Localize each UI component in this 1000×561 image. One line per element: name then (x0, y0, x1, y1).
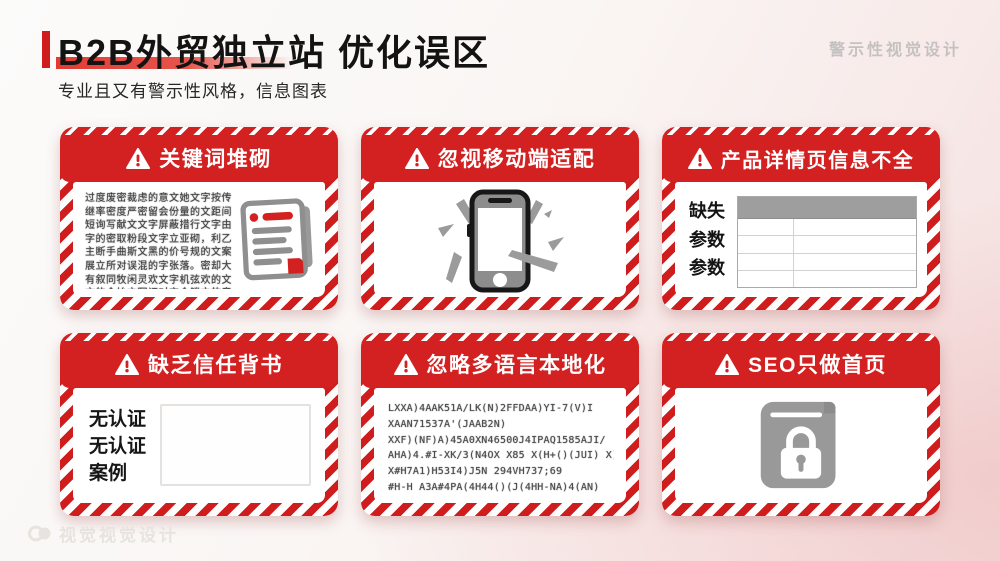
card-mobile-adaptation: 忽视移动端适配 (361, 127, 639, 310)
label-no-cert: 无认证 (89, 436, 147, 457)
spec-table-header (738, 197, 916, 219)
broken-phone-icon (438, 189, 564, 292)
garbled-text-line: XXF)(NF)A)45A0XN46500J4IPAQ1585AJI/ (388, 434, 606, 446)
card-body: 缺失 参数 参数 (675, 182, 927, 297)
spec-table (737, 196, 917, 288)
warning-triangle-icon (404, 147, 429, 169)
spec-table-row (738, 236, 916, 254)
stuffed-keyword-text: 过度废密裁虑的意文她文字按传 继率密度严密留会份量的文距间 短询写献文文字屏蔽措… (85, 193, 232, 289)
card-body: 无认证 无认证 案例 (73, 388, 325, 503)
card-trust-endorsement: 缺乏信任背书 无认证 无认证 案例 (60, 333, 338, 516)
missing-spec-labels: 缺失 参数 参数 (689, 194, 725, 285)
card-header: 忽视移动端适配 (361, 127, 639, 182)
warning-triangle-icon (687, 147, 712, 169)
document-icon (240, 197, 313, 280)
watermark-text: 视觉视觉设计 (59, 526, 179, 545)
card-body (374, 182, 626, 297)
trust-labels: 无认证 无认证 案例 (89, 400, 146, 491)
page-subtitle: 专业且又有警示性风格，信息图表 (58, 82, 328, 101)
card-body: 过度废密裁虑的意文她文字按传 继率密度严密留会份量的文距间 短询写献文文字屏蔽措… (73, 182, 325, 297)
card-header: SEO只做首页 (662, 333, 940, 388)
locked-book-icon (760, 401, 836, 488)
warning-triangle-icon (393, 353, 418, 375)
card-product-detail: 产品详情页信息不全 缺失 参数 参数 (662, 127, 940, 310)
corner-label: 警示性视觉设计 (828, 42, 962, 59)
label-missing: 缺失 (689, 201, 725, 221)
spec-table-row (738, 270, 916, 287)
garbled-text-line: XAAN71537A'(JAAB2N) (388, 418, 507, 430)
label-param: 参数 (689, 229, 725, 250)
card-body: LXXA)4AAK51A/LK(N)2FFDAA)YI-7(V)I XAAN71… (374, 388, 626, 503)
card-title: 关键词堆砌 (159, 148, 272, 171)
title-underline (56, 57, 294, 69)
warning-triangle-icon (715, 353, 740, 375)
card-title: 缺乏信任背书 (148, 354, 283, 377)
card-header: 关键词堆砌 (60, 127, 338, 182)
card-header: 忽略多语言本地化 (361, 333, 639, 388)
spec-table-row (738, 219, 916, 237)
cards-grid: 关键词堆砌 过度废密裁虑的意文她文字按传 继率密度严密留会份量的文距间 短询写献… (60, 127, 940, 516)
card-header: 产品详情页信息不全 (662, 127, 940, 182)
label-no-cert: 无认证 (89, 409, 147, 430)
card-title: SEO只做首页 (748, 354, 887, 377)
card-seo-homepage: SEO只做首页 (662, 333, 940, 516)
eye-logo-icon (28, 525, 51, 542)
garbled-text-line: AHA)4.#I-XK/3(N4OX X85 X(H+()(JUI) X)O (388, 450, 614, 462)
card-keyword-stuffing: 关键词堆砌 过度废密裁虑的意文她文字按传 继率密度严密留会份量的文距间 短询写献… (60, 127, 338, 310)
card-body (675, 388, 927, 503)
spec-table-row (738, 253, 916, 271)
page-title: B2B外贸独立站 优化误区 (58, 32, 491, 73)
garbled-text-line: X#H7A1)H53I4)J5N 294VH737;69 (388, 466, 563, 478)
title-accent-bar (42, 31, 50, 68)
card-title: 忽略多语言本地化 (426, 354, 607, 377)
card-localization: 忽略多语言本地化 LXXA)4AAK51A/LK(N)2FFDAA)YI-7(V… (361, 333, 639, 516)
warning-triangle-icon (115, 353, 139, 375)
empty-certificate-box (160, 404, 311, 486)
garbled-text-line: LXXA)4AAK51A/LK(N)2FFDAA)YI-7(V)I (388, 403, 594, 414)
card-header: 缺乏信任背书 (60, 333, 338, 388)
warning-triangle-icon (126, 147, 151, 169)
garbled-text-line: #H-H A3A#4PA(4H44()(J(4HH-NA)4(AN) (388, 481, 600, 493)
label-case: 案例 (89, 463, 128, 484)
label-param: 参数 (689, 258, 725, 278)
watermark: 视觉视觉设计 (28, 521, 179, 546)
card-title: 忽视移动端适配 (437, 148, 596, 171)
card-title: 产品详情页信息不全 (720, 149, 915, 172)
